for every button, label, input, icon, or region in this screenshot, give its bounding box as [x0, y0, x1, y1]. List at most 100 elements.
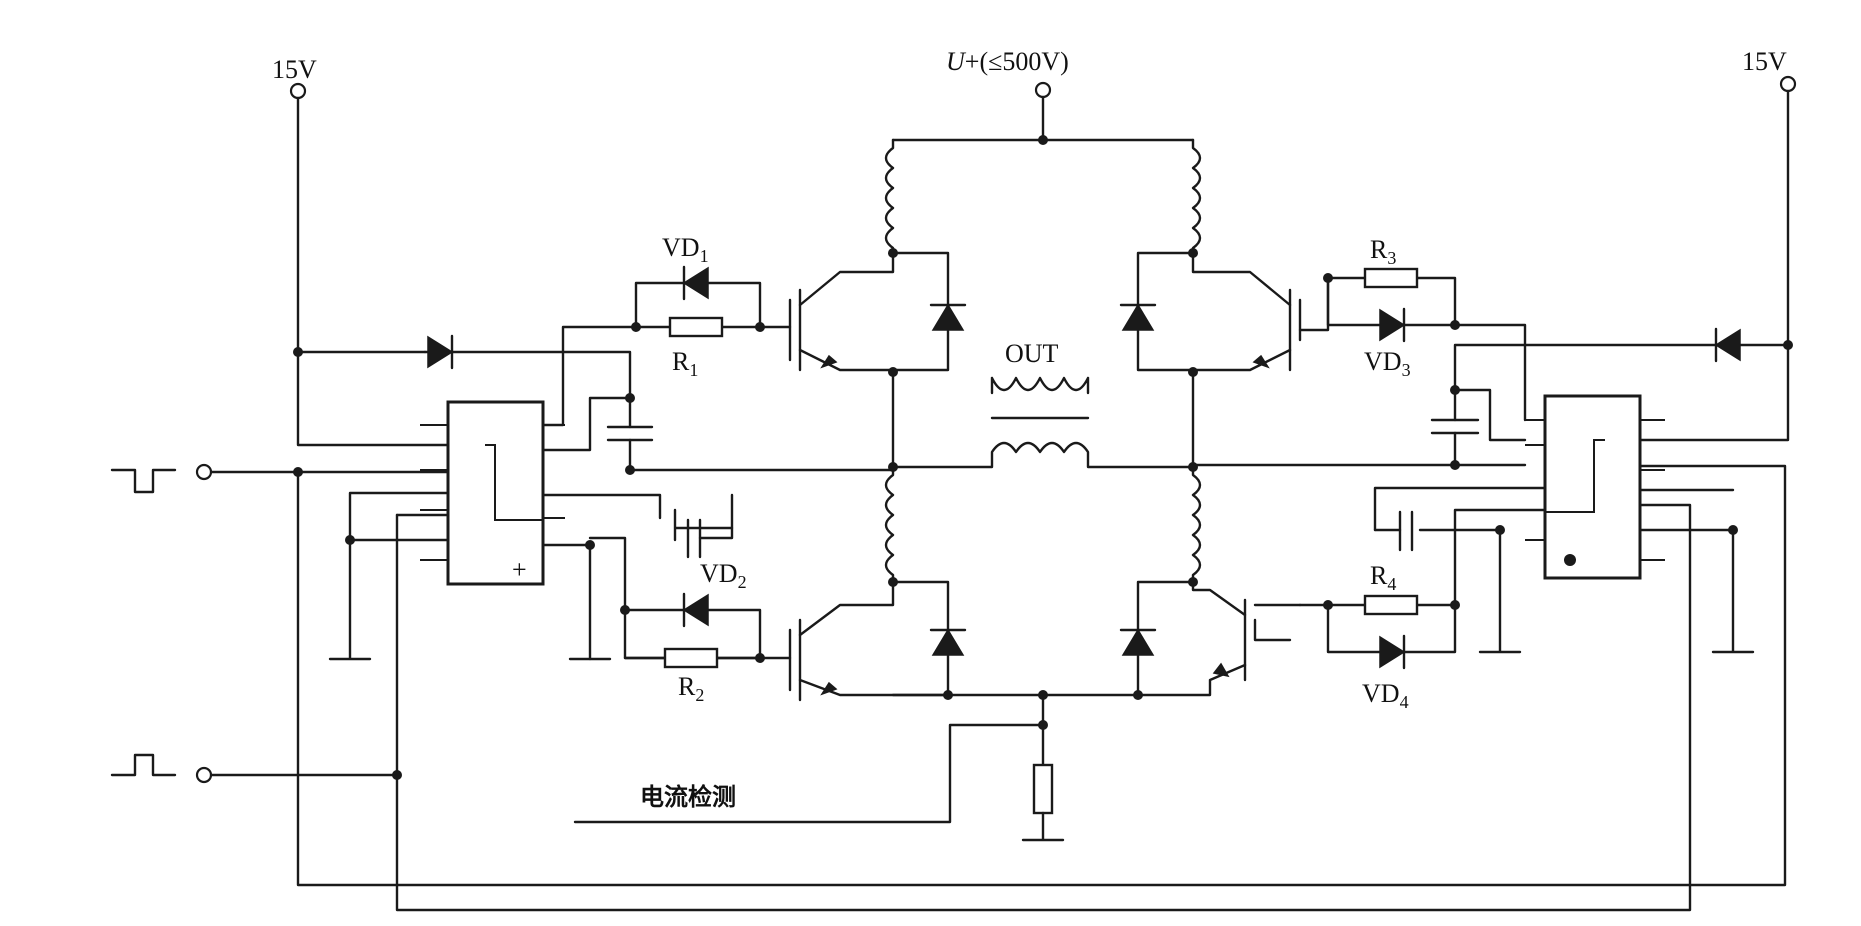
q2-emitter — [1191, 348, 1292, 372]
vd3-base: VD — [1364, 347, 1402, 376]
junction-dot — [1323, 600, 1333, 610]
q4-freewheel-wire — [1136, 580, 1195, 697]
supply-top-terminal — [1034, 81, 1052, 99]
left-ground-network — [328, 488, 1735, 661]
junction-dot — [1323, 273, 1333, 283]
capacitor-plates-bottom-right — [1398, 510, 1414, 552]
q3-collector — [798, 580, 895, 637]
transistor-q3 — [788, 580, 967, 702]
diode-icon — [1714, 328, 1741, 362]
r1-sub: 1 — [689, 360, 698, 380]
r3-base: R — [1370, 235, 1388, 264]
low-right-feed — [1373, 486, 1547, 532]
cap-bottom-right-wire — [698, 493, 734, 540]
current-sense-label: 电流检测 — [640, 783, 736, 811]
inductor-bottom-right — [1188, 465, 1202, 587]
driver-ic-left: + — [420, 400, 565, 586]
vd1-label: VD1 — [662, 233, 709, 266]
supply-top-label: U+(≤500V) — [946, 47, 1069, 76]
r2-label: R2 — [678, 672, 704, 705]
junction-dot — [1133, 690, 1143, 700]
r3-sub: 3 — [1387, 248, 1396, 268]
gate-network-bottom-left — [541, 493, 792, 669]
inductor-coil — [884, 465, 895, 584]
r3-label: R3 — [1370, 235, 1396, 268]
junction-dot — [1038, 135, 1048, 145]
gate-wire-bottom-left — [588, 536, 762, 660]
cap-right-top — [1453, 388, 1527, 442]
r4-sub: 4 — [1387, 574, 1396, 594]
capacitor-vd2-wire — [673, 508, 734, 542]
junction-dot — [943, 690, 953, 700]
ic-right-internal — [1546, 439, 1605, 513]
diode-icon — [427, 335, 454, 369]
q3-freewheel-diode-icon — [931, 628, 965, 656]
bootstrap-capacitor-right — [1430, 385, 1527, 470]
q2-arrow-icon — [1252, 354, 1270, 369]
transistor-q2 — [1119, 251, 1302, 372]
inductor-top-right — [1188, 138, 1202, 258]
junction-dot — [1783, 340, 1793, 350]
q4-freewheel-diode-icon — [1121, 628, 1155, 656]
junction-dot — [1495, 525, 1505, 535]
current-sense-line — [573, 723, 1045, 824]
ic-left-to-ground — [541, 543, 592, 661]
shunt-ground — [1021, 811, 1065, 842]
input-1-terminal — [195, 463, 213, 481]
supply-top — [891, 81, 1195, 145]
supply-right — [1634, 75, 1797, 442]
supply-left-wire — [296, 96, 452, 447]
junction-dot — [585, 540, 595, 550]
r4-base: R — [1370, 561, 1388, 590]
output-transformer — [891, 376, 1195, 469]
capacitor-plates-left — [606, 425, 654, 442]
low-left-feed — [541, 493, 662, 520]
junction-dot — [888, 367, 898, 377]
ic-right-pin-dot — [1564, 554, 1576, 566]
ground-right-outer — [1638, 528, 1755, 654]
ic-right-pins-left — [1525, 419, 1545, 541]
supply-right-wire — [1634, 89, 1790, 442]
junction-dot — [888, 577, 898, 587]
gate-wire-top-left — [541, 281, 762, 427]
junction-dot — [888, 248, 898, 258]
r4-feed — [1453, 508, 1547, 607]
resistor-r4 — [1363, 594, 1419, 616]
bootstrap-wire-left — [423, 350, 632, 400]
ground-left — [328, 491, 450, 661]
vd2-sub: 2 — [738, 572, 747, 592]
junction-dot — [1188, 248, 1198, 258]
q1-freewheel-wire — [891, 251, 950, 372]
q2-collector — [1191, 251, 1292, 307]
vd4-label: VD4 — [1362, 679, 1409, 712]
supply-top-prefix: U — [946, 47, 967, 76]
junction-dot — [293, 347, 303, 357]
q3-freewheel-wire — [891, 580, 950, 697]
input-signal-2 — [110, 503, 1692, 912]
diode-vd2-icon — [682, 593, 709, 627]
q4-gate — [1253, 618, 1292, 642]
q1-arrow-icon — [820, 354, 838, 369]
bootstrap-wire-right — [1453, 343, 1742, 392]
supply-left-label: 15V — [272, 55, 317, 84]
vd3-label: VD3 — [1364, 347, 1411, 380]
vd2-label: VD2 — [700, 559, 747, 592]
junction-dot — [620, 605, 630, 615]
supply-left-terminal — [289, 82, 307, 100]
transformer-secondary — [990, 376, 1090, 395]
vd2-parallel — [623, 608, 762, 660]
ic-body-right — [1543, 394, 1642, 580]
transformer-primary — [891, 441, 1195, 469]
vd3-sub: 3 — [1402, 360, 1411, 380]
diode-vd1-icon — [682, 266, 709, 300]
junction-dot — [1188, 367, 1198, 377]
diode-vd3-icon — [1379, 308, 1406, 342]
supply-right-label: 15V — [1742, 47, 1787, 76]
inductor-coil — [884, 138, 895, 255]
junction-dot — [1038, 720, 1048, 730]
input-2-loop — [395, 503, 1692, 912]
resistor-r1 — [668, 316, 724, 338]
supply-top-suffix: +(≤500V) — [965, 47, 1069, 76]
